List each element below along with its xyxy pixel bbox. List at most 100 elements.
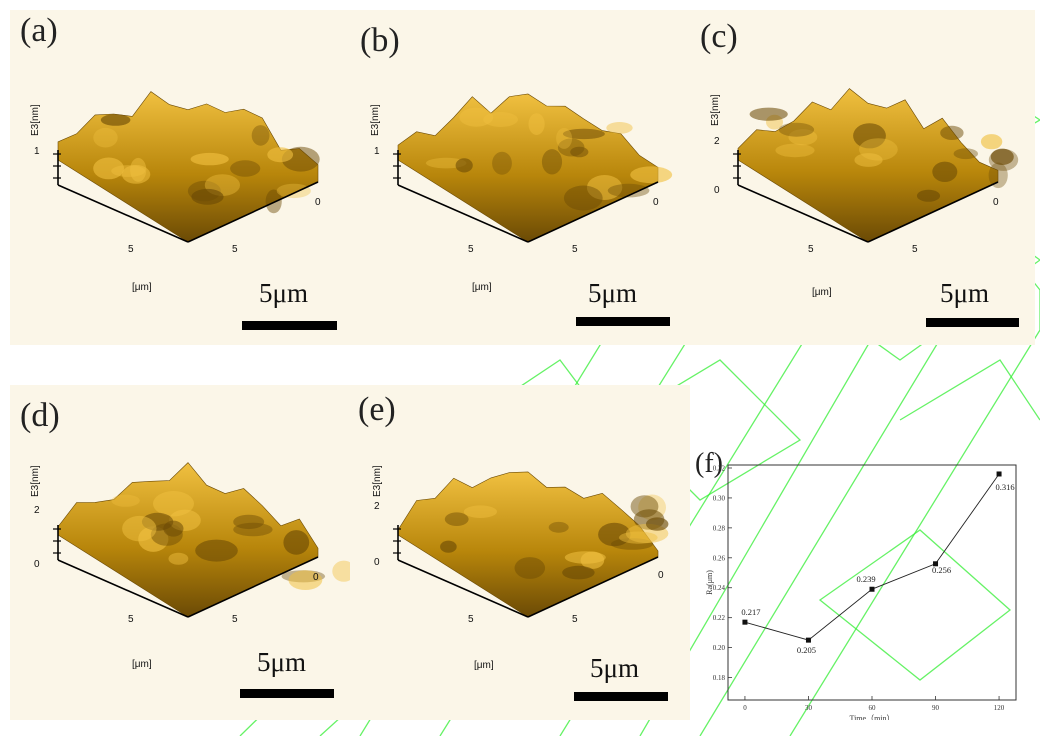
surface-bump bbox=[492, 151, 512, 175]
x-tick-right: 5 bbox=[912, 244, 918, 255]
surface-bump bbox=[190, 152, 229, 166]
x-tick-left: 5 bbox=[128, 614, 134, 625]
panel-e: (e) E3[nm] 2 0 5 5 0 [μm] 5μm bbox=[350, 385, 690, 720]
surface-bump bbox=[283, 530, 310, 555]
y-tick-label: 0.32 bbox=[713, 464, 726, 472]
x-axis-label: [μm] bbox=[472, 282, 492, 293]
surface-bump bbox=[940, 125, 964, 140]
scale-label: 5μm bbox=[588, 278, 637, 308]
scale-bar bbox=[240, 689, 334, 698]
surface-bump bbox=[916, 189, 941, 202]
data-point bbox=[742, 619, 748, 625]
surface-bump bbox=[788, 129, 818, 146]
surface-bump bbox=[562, 128, 605, 140]
surface-bump bbox=[556, 127, 573, 149]
y-tick-label: 0.26 bbox=[713, 554, 726, 562]
y-axis bbox=[867, 181, 999, 243]
scale-label: 5μm bbox=[259, 278, 308, 308]
surface-bump bbox=[854, 153, 883, 167]
surface-bump bbox=[288, 570, 323, 590]
surface-bump bbox=[483, 112, 518, 127]
surface-bump bbox=[990, 148, 1014, 165]
x-tick-label: 30 bbox=[805, 704, 813, 712]
y-axis bbox=[527, 181, 659, 243]
panel-label: (d) bbox=[20, 397, 60, 434]
panel-label: (a) bbox=[20, 12, 58, 49]
surface-bump bbox=[444, 512, 469, 526]
x-axis-label: [μm] bbox=[812, 287, 832, 298]
scale-bar bbox=[574, 692, 668, 701]
z-tick: 2 bbox=[374, 501, 380, 512]
watermark-stroke bbox=[899, 359, 1040, 421]
surface-bump bbox=[233, 514, 265, 530]
surface-fill bbox=[57, 91, 319, 243]
surface-bump bbox=[195, 539, 238, 562]
z-tick: 0 bbox=[374, 557, 380, 568]
surface-bump bbox=[778, 122, 815, 137]
x-axis bbox=[737, 184, 869, 243]
surface-bump bbox=[980, 134, 1003, 150]
scale-label: 5μm bbox=[940, 278, 989, 308]
surface-bump bbox=[163, 520, 184, 537]
surface-fill bbox=[57, 462, 319, 618]
data-label: 0.316 bbox=[995, 482, 1014, 492]
scale-label: 5μm bbox=[590, 653, 639, 683]
surface-bump bbox=[191, 188, 224, 205]
surface-plot bbox=[393, 93, 673, 243]
scale-bar bbox=[242, 321, 337, 330]
surface-bump bbox=[646, 517, 669, 531]
surface-bump bbox=[528, 113, 545, 135]
y-tick-label: 0.18 bbox=[713, 674, 726, 682]
x-axis bbox=[57, 184, 189, 243]
y-axis bbox=[187, 556, 319, 618]
surface-bump bbox=[563, 185, 603, 211]
surface-bump bbox=[953, 148, 978, 160]
x-axis bbox=[397, 559, 529, 618]
x-tick-end: 0 bbox=[653, 197, 659, 208]
surface-bump bbox=[932, 161, 958, 182]
surface-plot bbox=[53, 462, 355, 618]
z-tick: 2 bbox=[714, 136, 720, 147]
surface-fill bbox=[397, 93, 659, 243]
surface-bump bbox=[230, 160, 261, 177]
x-tick-end: 0 bbox=[658, 570, 664, 581]
scale-bar bbox=[576, 317, 670, 326]
surface-bump bbox=[455, 158, 473, 173]
x-tick-left: 5 bbox=[808, 244, 814, 255]
y-axis bbox=[527, 556, 659, 618]
surface-bump bbox=[580, 551, 605, 569]
scale-bar bbox=[926, 318, 1019, 327]
y-axis bbox=[187, 181, 319, 243]
surface-bump bbox=[988, 162, 1008, 189]
surface-bump bbox=[514, 557, 546, 579]
panel-label: (b) bbox=[360, 22, 400, 59]
surface-plot bbox=[53, 91, 320, 243]
x-tick-label: 90 bbox=[932, 704, 940, 712]
x-tick-label: 120 bbox=[994, 704, 1005, 712]
x-tick-right: 5 bbox=[232, 244, 238, 255]
surface-bump bbox=[233, 522, 273, 537]
surface-bump bbox=[276, 183, 311, 199]
y-tick-label: 0.30 bbox=[713, 494, 726, 502]
x-axis bbox=[397, 184, 529, 243]
y-tick-label: 0.20 bbox=[713, 644, 726, 652]
surface-bump bbox=[570, 146, 589, 158]
x-tick-label: 60 bbox=[869, 704, 877, 712]
data-label: 0.256 bbox=[932, 565, 951, 575]
surface-bump bbox=[541, 149, 563, 175]
x-tick-end: 0 bbox=[313, 572, 319, 583]
z-tick: 1 bbox=[34, 146, 40, 157]
data-point bbox=[805, 637, 811, 643]
panel-c: (c) E3[nm] 2 0 5 5 0 [μm] 5μm bbox=[690, 10, 1035, 345]
x-tick-right: 5 bbox=[572, 244, 578, 255]
surface-bump bbox=[586, 175, 623, 200]
surface-bump bbox=[440, 540, 457, 553]
surface-bump bbox=[562, 565, 595, 580]
data-label: 0.239 bbox=[856, 574, 875, 584]
surface-bump bbox=[463, 505, 497, 518]
panel-d: (d) E3[nm] 2 0 5 5 0 [μm] 5μm bbox=[10, 385, 355, 720]
surface-bump bbox=[619, 531, 658, 544]
x-axis bbox=[57, 559, 189, 618]
z-tick: 2 bbox=[34, 505, 40, 516]
